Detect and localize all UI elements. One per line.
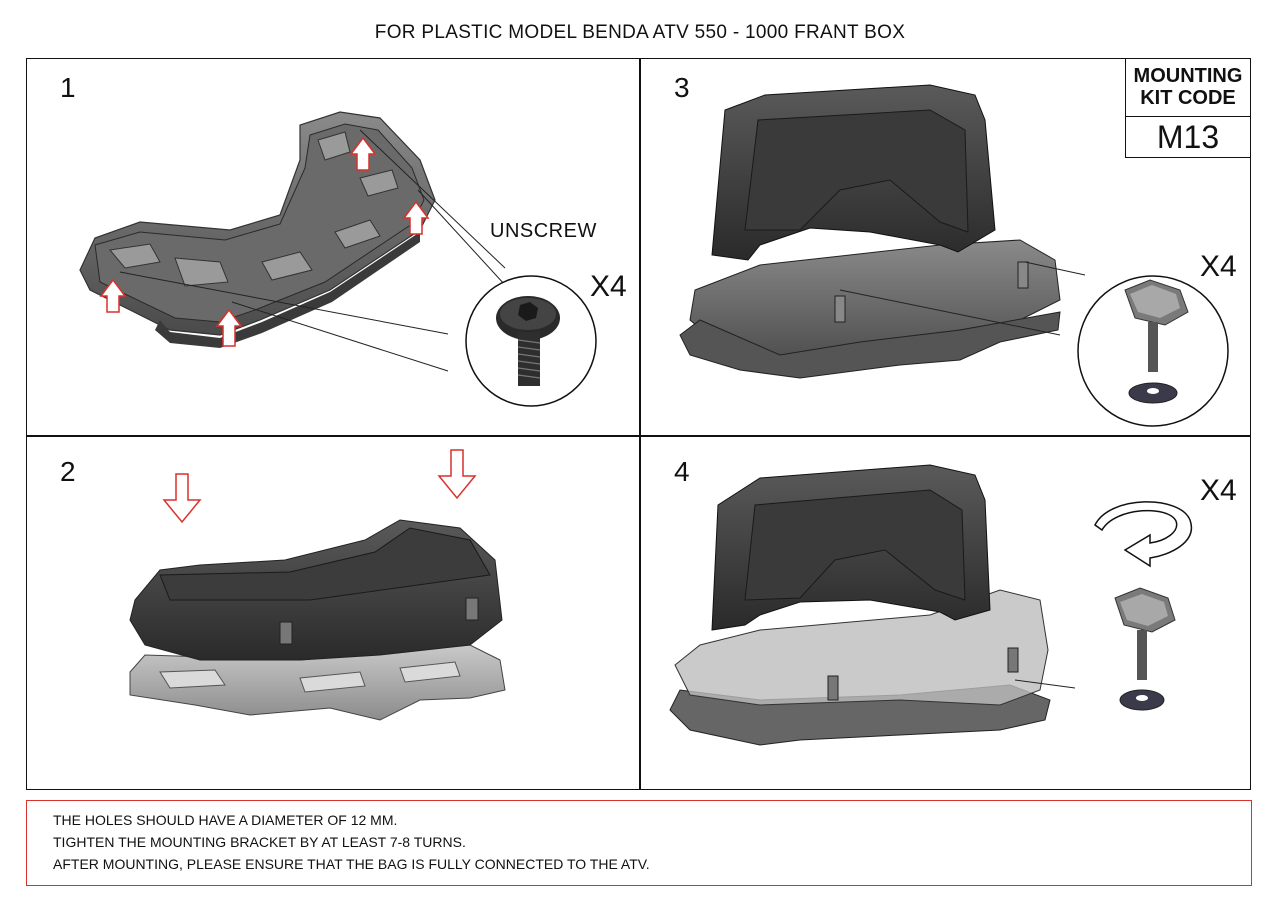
grid-divider-horizontal bbox=[27, 435, 1250, 437]
panel-2-box-on-rack bbox=[129, 449, 506, 721]
step-3-number: 3 bbox=[674, 72, 690, 103]
knob-bolt-icon bbox=[1114, 587, 1176, 680]
step-1-number: 1 bbox=[60, 72, 76, 103]
instruction-notes: THE HOLES SHOULD HAVE A DIAMETER OF 12 M… bbox=[26, 800, 1252, 886]
note-line: AFTER MOUNTING, PLEASE ENSURE THAT THE B… bbox=[53, 856, 650, 872]
panel-1-rack bbox=[79, 111, 506, 372]
kit-code-heading: MOUNTING KIT CODE bbox=[1126, 59, 1250, 117]
knob-bolt-icon bbox=[1077, 275, 1229, 427]
step-1-count: X4 bbox=[590, 270, 627, 303]
panel-3-open-box bbox=[679, 84, 1086, 379]
step-4-number: 4 bbox=[674, 456, 690, 487]
bolt-icon bbox=[465, 275, 597, 407]
mounting-kit-code-box: MOUNTING KIT CODE M13 bbox=[1125, 58, 1251, 158]
down-arrow-icon bbox=[162, 449, 477, 524]
washer-icon bbox=[1119, 689, 1165, 711]
rotate-arrow-icon bbox=[1094, 501, 1193, 568]
note-line: THE HOLES SHOULD HAVE A DIAMETER OF 12 M… bbox=[53, 812, 398, 828]
instruction-grid bbox=[26, 58, 1251, 790]
page-title: FOR PLASTIC MODEL BENDA ATV 550 - 1000 F… bbox=[374, 22, 906, 43]
panel-4-mounted-box bbox=[669, 464, 1076, 746]
grid-divider-vertical bbox=[639, 59, 641, 789]
kit-code-value: M13 bbox=[1156, 119, 1220, 155]
kit-heading-line-2: KIT CODE bbox=[1140, 87, 1236, 109]
unscrew-label: UNSCREW bbox=[490, 220, 597, 242]
step-3-count: X4 bbox=[1200, 250, 1237, 283]
washer-icon bbox=[1128, 382, 1178, 404]
note-line: TIGHTEN THE MOUNTING BRACKET BY AT LEAST… bbox=[53, 834, 466, 850]
step-2-number: 2 bbox=[60, 456, 76, 487]
step-4-count: X4 bbox=[1200, 474, 1237, 507]
kit-heading-line-1: MOUNTING bbox=[1133, 65, 1243, 87]
up-arrow-icon bbox=[99, 136, 430, 347]
